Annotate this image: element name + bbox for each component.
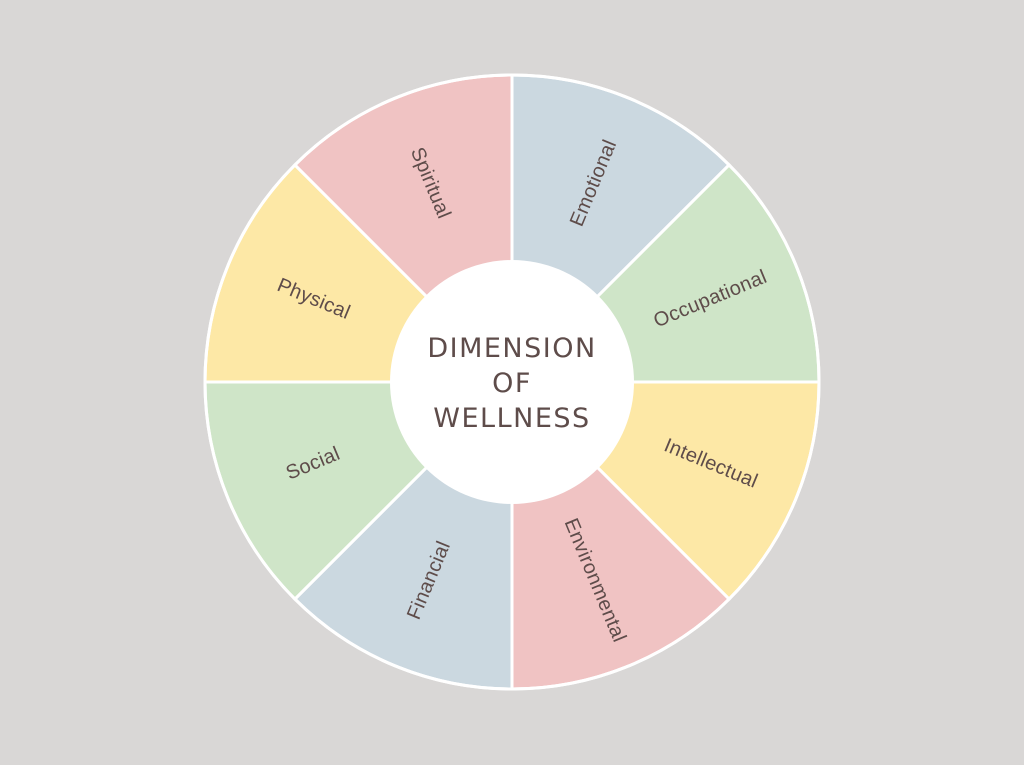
center-title-line-1: DIMENSION	[427, 333, 596, 364]
wheel-outer-ring	[203, 73, 821, 691]
center-title-line-2: OF	[492, 368, 532, 399]
center-circle	[390, 260, 634, 504]
center-title-line-3: WELLNESS	[433, 403, 590, 434]
